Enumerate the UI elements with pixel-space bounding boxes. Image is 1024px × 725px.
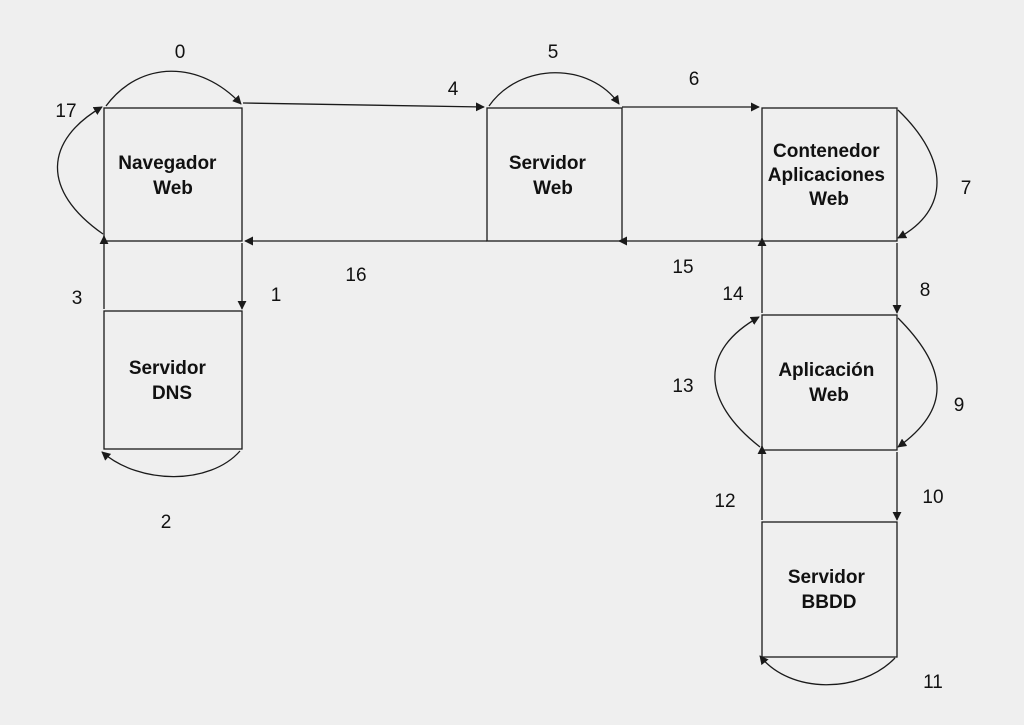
step-2-arrow (101, 450, 241, 478)
step-13-arrow (714, 316, 761, 448)
step-12-label: 12 (714, 491, 735, 512)
step-8-label: 8 (920, 280, 931, 301)
step-9-arrow (897, 317, 938, 448)
step-7-arrow (897, 109, 938, 239)
step-9-label: 9 (954, 395, 965, 416)
step-13-label: 13 (672, 376, 693, 397)
servidor-dns-box (103, 310, 243, 450)
step-2-label: 2 (161, 512, 172, 533)
servidor-bbdd-box (761, 521, 898, 658)
step-4-label: 4 (448, 79, 459, 100)
contenedor-aplicaciones-label: Contenedor Aplicaciones Web (768, 141, 891, 210)
step-4-arrow (242, 102, 485, 112)
step-16-label: 16 (345, 265, 366, 286)
navegador-web-label: Navegador Web (118, 153, 221, 199)
step-15-label: 15 (672, 257, 693, 278)
step-6-label: 6 (689, 69, 700, 90)
aplicacion-web-label: Aplicación Web (778, 360, 879, 406)
navegador-web-box (103, 107, 243, 242)
step-11-label: 11 (923, 672, 943, 693)
step-5-label: 5 (548, 42, 559, 63)
step-17-arrow (56, 106, 104, 235)
step-0-arrow (105, 70, 242, 107)
step-5-arrow (488, 72, 620, 107)
contenedor-aplicaciones-box (761, 107, 898, 242)
servidor-bbdd-label: Servidor BBDD (788, 567, 870, 613)
step-3-label: 3 (72, 288, 83, 309)
step-11-arrow (759, 655, 896, 686)
step-10-label: 10 (922, 487, 943, 508)
aplicacion-web-box (761, 314, 898, 451)
step-0-label: 0 (175, 42, 186, 63)
step-7-label: 7 (961, 178, 972, 199)
step-1-label: 1 (271, 285, 282, 306)
servidor-dns-label: Servidor DNS (129, 358, 211, 404)
servidor-web-label: Servidor Web (509, 153, 591, 199)
step-14-label: 14 (722, 284, 744, 305)
servidor-web-box (486, 107, 623, 242)
step-17-label: 17 (55, 101, 76, 122)
